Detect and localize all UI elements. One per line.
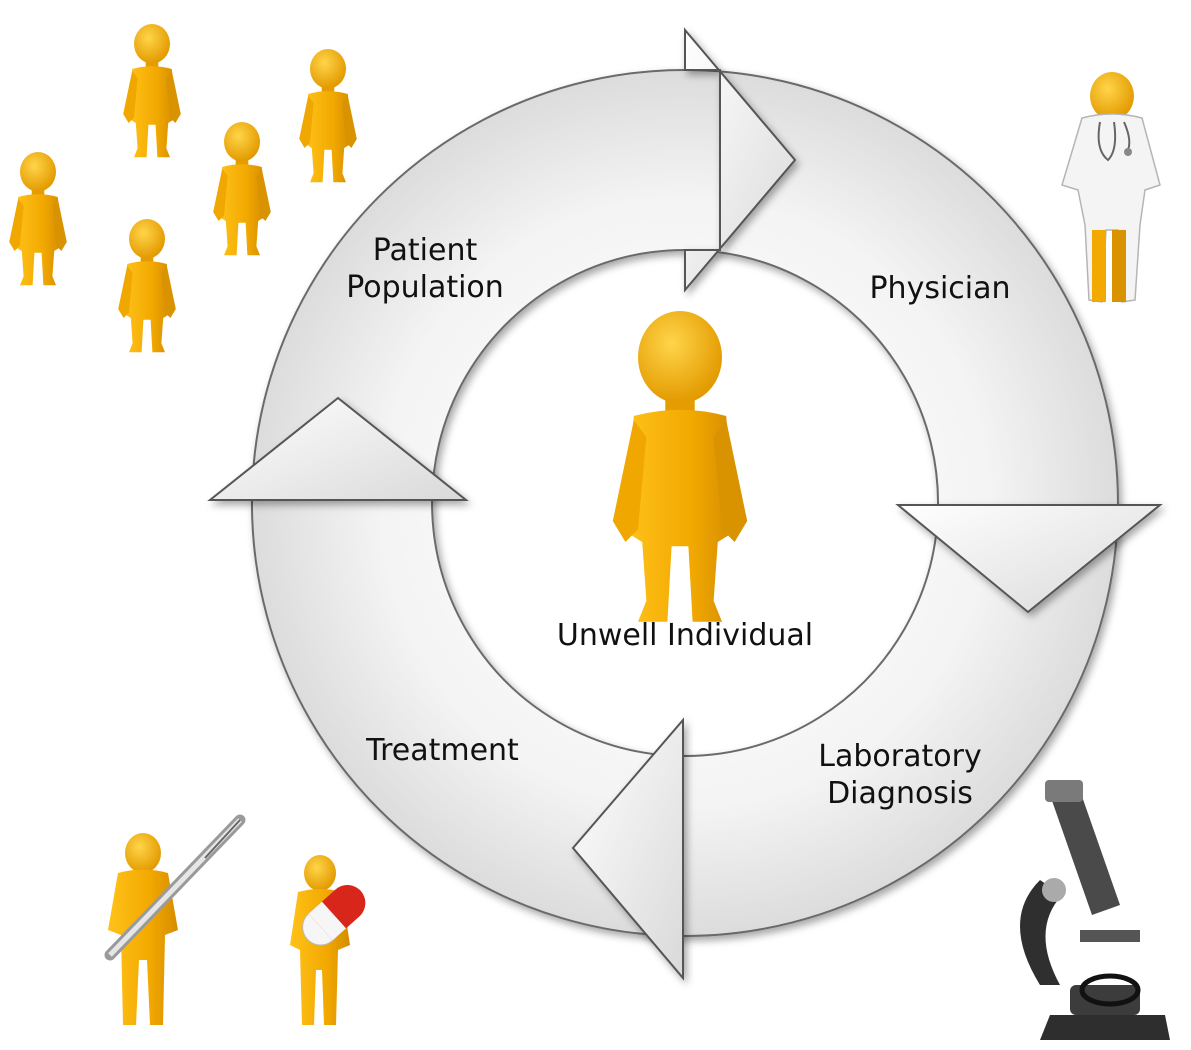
pill-person-icon [290,855,366,1025]
stage-label-treatment: Treatment [340,732,545,769]
unwell-person-icon [612,311,748,622]
stage-label-line: Treatment [366,733,519,768]
stage-label-line: Diagnosis [827,776,973,812]
microscope-icon [1020,780,1170,1040]
stage-label-line: Laboratory [818,739,982,774]
stage-label-laboratory-diagnosis: Laboratory Diagnosis [790,738,1010,812]
center-label: Unwell Individual [556,618,814,653]
stage-label-line: Population [346,270,504,306]
stage-label-line: Physician [869,271,1011,306]
stage-label-patient-population: Patient Population [325,232,525,306]
doctor-icon [1061,72,1161,303]
stage-label-physician: Physician [850,270,1030,307]
syringe-person-icon [104,814,246,1025]
cycle-arrows [207,27,1163,981]
stage-label-line: Patient [372,233,478,268]
